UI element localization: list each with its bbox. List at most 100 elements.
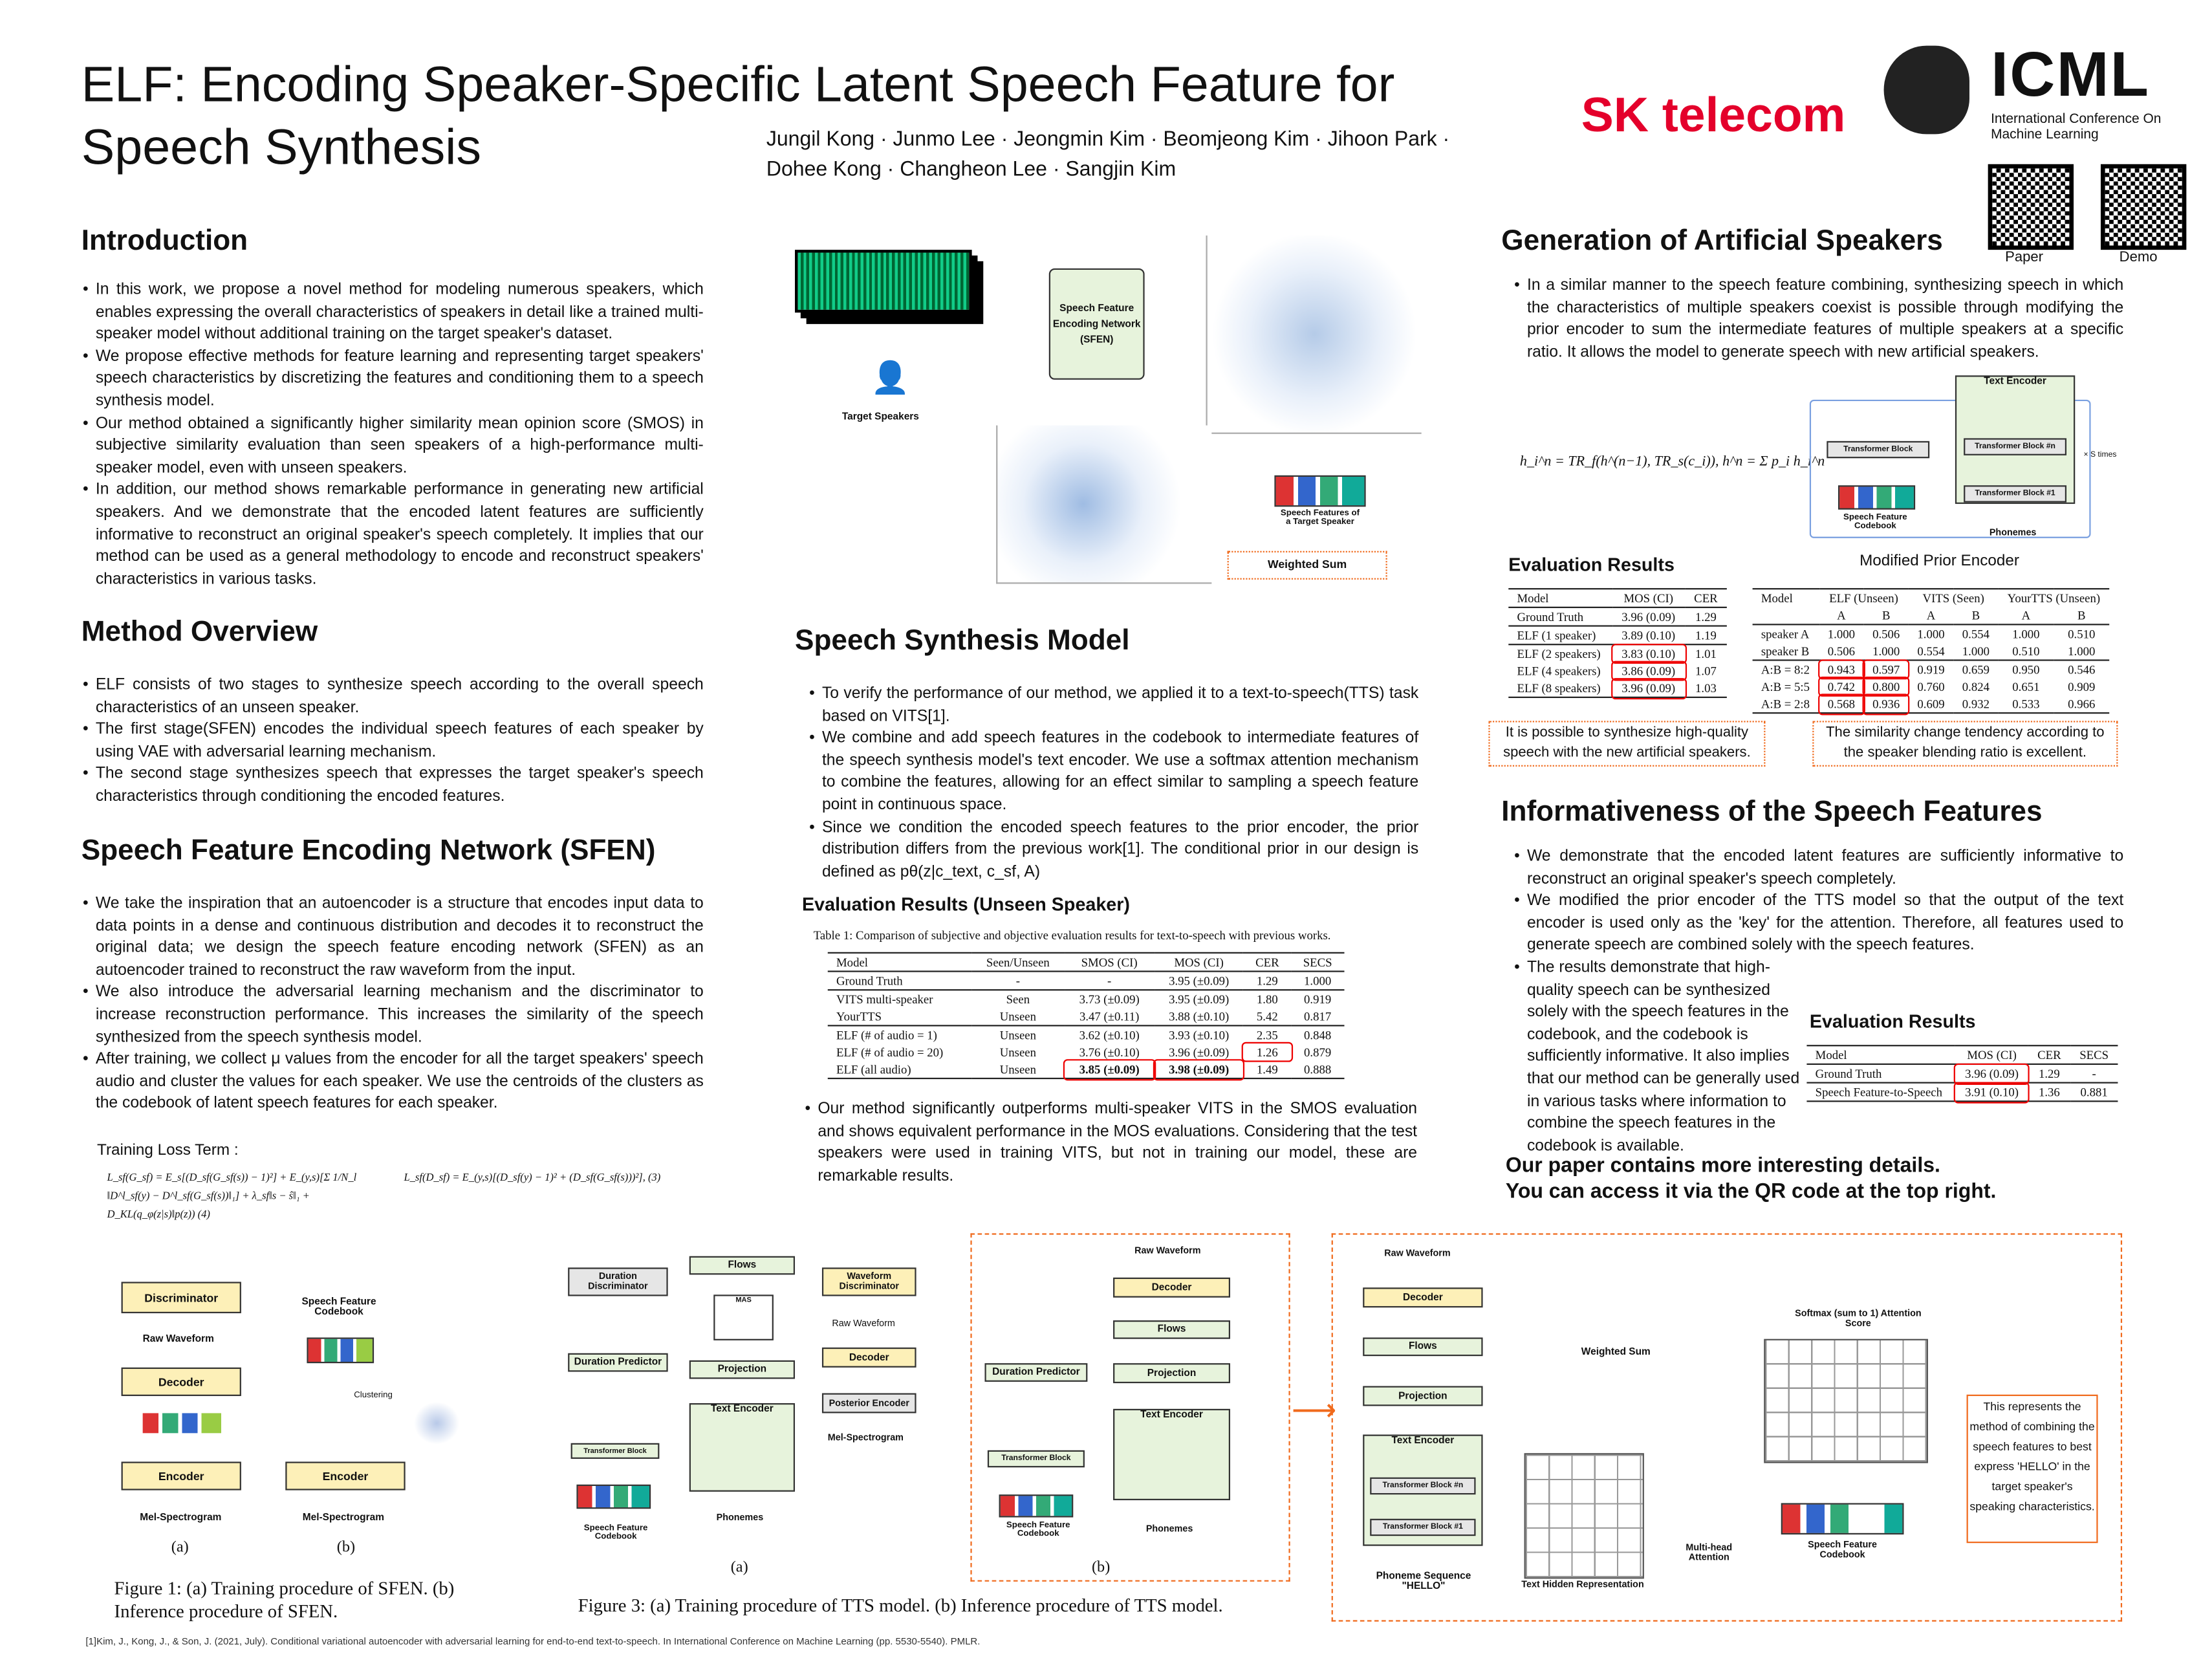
- fig4-codebook-label: Speech Feature Codebook: [1808, 1540, 1877, 1560]
- figure3-caption: Figure 3: (a) Training procedure of TTS …: [578, 1594, 1223, 1616]
- fig4-hidden-grid: [1524, 1453, 1644, 1579]
- table-cell: 0.659: [1962, 662, 1990, 677]
- paper-qr-code[interactable]: [1988, 164, 2074, 250]
- speaker-cluster-plot: [1206, 235, 1422, 434]
- table-cell: 1.000: [2068, 644, 2096, 659]
- table-cell: 0.824: [1962, 679, 1990, 694]
- table-cell: 1.000: [1304, 973, 1332, 988]
- table-cell: YourTTS: [836, 1009, 882, 1024]
- fig3b-phonemes: Phonemes: [1145, 1524, 1193, 1534]
- table-cell: 1.000: [1872, 644, 1900, 659]
- authors: Jungil Kong · Junmo Lee · Jeongmin Kim ·…: [766, 128, 1450, 182]
- table-cell: 3.93 (±0.10): [1169, 1027, 1230, 1042]
- table-cell: 1.19: [1695, 628, 1717, 642]
- table-cell: Model: [1517, 591, 1549, 606]
- table-cell: 3.89 (0.10): [1621, 628, 1676, 642]
- intro-bullets: In this work, we propose a novel method …: [81, 279, 704, 591]
- table-cell: 0.568: [1817, 693, 1865, 715]
- table-cell: Model: [836, 955, 869, 970]
- table-cell: ELF (8 speakers): [1517, 681, 1601, 695]
- table-cell: 0.800: [1862, 676, 1911, 697]
- fig3-projection-a: Projection: [689, 1360, 796, 1379]
- table-cell: 0.932: [1962, 696, 1990, 711]
- bullet: In addition, our method shows remarkable…: [83, 480, 704, 591]
- bullet: Our method significantly outperforms mul…: [805, 1099, 1417, 1188]
- table-cell: Unseen: [999, 1045, 1036, 1060]
- table-cell: A:B = 8:2: [1761, 662, 1810, 677]
- target-speaker-plot: [996, 425, 1212, 584]
- table-cell: Unseen: [999, 1027, 1036, 1042]
- table-cell: speaker B: [1761, 644, 1810, 659]
- fig3-phonemes-a: Phonemes: [716, 1513, 764, 1523]
- feature-bars: [1274, 475, 1366, 507]
- table-cell: 3.62 (±0.10): [1079, 1027, 1140, 1042]
- informativeness-heading: Informativeness of the Speech Features: [1501, 796, 2043, 828]
- table-cell: 0.506: [1872, 626, 1900, 641]
- prior-phonemes-label: Phonemes: [1989, 528, 2037, 538]
- fig3b-codebook-bars: [999, 1494, 1074, 1518]
- bullet: ELF consists of two stages to synthesize…: [83, 675, 704, 720]
- fig4-codebook-bars: [1781, 1503, 1904, 1534]
- table-cell: 3.47 (±0.11): [1079, 1009, 1140, 1024]
- table-cell: 0.506: [1827, 644, 1855, 659]
- table-cell: 3.73 (±0.09): [1079, 992, 1140, 1007]
- demo-qr-code[interactable]: [2100, 164, 2187, 250]
- prior-codebook-label: Speech Feature Codebook: [1843, 514, 1907, 531]
- table-cell: MOS (CI): [1174, 955, 1224, 970]
- table-cell: YourTTS (Unseen): [2007, 591, 2101, 606]
- loss-equation-generator: L_sf(G_sf) = E_s[(D_sf(G_sf(s)) − 1)²] +…: [107, 1170, 357, 1221]
- arrow-right-icon: ⟶: [1291, 1392, 1337, 1428]
- table-cell: MOS (CI): [1623, 591, 1674, 606]
- table-cell: Ground Truth: [836, 973, 903, 988]
- loss-label: Training Loss Term :: [97, 1142, 239, 1159]
- table-cell: A: [2021, 607, 2031, 623]
- fig1-mel-b: Mel-Spectrogram: [302, 1513, 384, 1523]
- fig3b-projection: Projection: [1113, 1363, 1231, 1384]
- fig3-waveform-discriminator: Waveform Discriminator: [821, 1267, 916, 1296]
- codebook-bars: [307, 1337, 374, 1364]
- table-cell: 1.26: [1242, 1042, 1292, 1062]
- table-cell: ELF (4 speakers): [1517, 664, 1601, 679]
- table-cell: CER: [1694, 591, 1718, 606]
- fig3b-decoder: Decoder: [1113, 1277, 1231, 1298]
- table-cell: 0.546: [2068, 662, 2096, 677]
- table-cell: MOS (CI): [1967, 1047, 2017, 1062]
- prior-tb-1: Transformer Block #1: [1964, 485, 2067, 503]
- table-cell: Unseen: [999, 1062, 1036, 1076]
- table-cell: SMOS (CI): [1081, 955, 1138, 970]
- fig4-hidden-label: Text Hidden Representation: [1521, 1580, 1644, 1591]
- bullet: The first stage(SFEN) encodes the indivi…: [83, 719, 704, 764]
- s-times-label: × S times: [2083, 451, 2117, 460]
- table-cell: ELF (Unseen): [1829, 591, 1898, 606]
- table-cell: ELF (1 speaker): [1517, 628, 1596, 642]
- synthesis-bullets: To verify the performance of our method,…: [808, 684, 1418, 884]
- fig3b-transformer-block: Transformer Block: [987, 1450, 1085, 1468]
- table-cell: 0.888: [1304, 1062, 1332, 1076]
- fig4-flows: Flows: [1363, 1337, 1483, 1357]
- table-cell: 3.76 (±0.10): [1079, 1045, 1140, 1060]
- generation-eval-heading: Evaluation Results: [1508, 554, 1675, 576]
- table-cell: Seen: [1006, 992, 1030, 1007]
- table-cell: 0.510: [2012, 644, 2040, 659]
- table-cell: 0.760: [1917, 679, 1945, 694]
- weighted-sum-label: Weighted Sum: [1227, 551, 1387, 580]
- fig3-raw-waveform: Raw Waveform: [832, 1318, 895, 1329]
- table-cell: A: [1926, 607, 1936, 623]
- table-cell: Seen/Unseen: [986, 955, 1050, 970]
- table-row: ELF (2 speakers)3.83 (0.10)1.01: [1508, 643, 1727, 664]
- fig3-mel: Mel-Spectrogram: [827, 1433, 904, 1443]
- fig1-encoder-b: Encoder: [285, 1461, 406, 1491]
- table-cell: 1.36: [2038, 1084, 2060, 1100]
- fig4-projection: Projection: [1363, 1386, 1483, 1406]
- table-cell: 0.533: [2012, 696, 2040, 711]
- fig1-codebook: Speech Feature Codebook: [301, 1297, 376, 1318]
- table-cell: 3.96 (±0.09): [1169, 1045, 1230, 1060]
- table-cell: 0.919: [1917, 662, 1945, 677]
- target-speakers-icon: 👤: [870, 360, 910, 396]
- table-cell: ELF (# of audio = 20): [836, 1045, 944, 1060]
- sfen-bullets: We take the inspiration that an autoenco…: [81, 893, 704, 1116]
- bullet: Our method obtained a significantly high…: [83, 413, 704, 480]
